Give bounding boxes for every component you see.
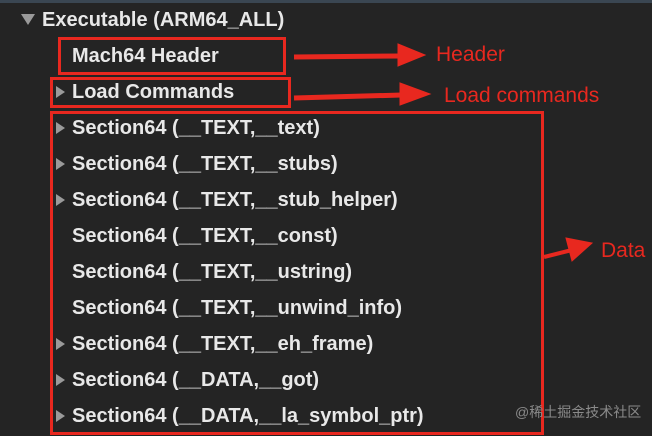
data-annotation: Data	[601, 239, 646, 262]
disclosure-open-icon[interactable]	[21, 14, 35, 25]
load-commands-arrowhead	[399, 82, 432, 106]
tree-root-executable[interactable]: Executable (ARM64_ALL)	[42, 9, 285, 31]
disclosure-closed-icon[interactable]	[56, 194, 65, 206]
disclosure-closed-icon[interactable]	[56, 122, 65, 134]
tree-item[interactable]: Section64 (__TEXT,__text)	[72, 117, 320, 139]
disclosure-closed-icon[interactable]	[56, 86, 65, 98]
header-highlight-box	[58, 37, 286, 75]
tree-item[interactable]: Section64 (__DATA,__got)	[72, 369, 320, 391]
load-commands-arrow	[293, 92, 403, 101]
disclosure-closed-icon[interactable]	[56, 374, 65, 386]
watermark: @稀土掘金技术社区	[515, 404, 642, 420]
disclosure-closed-icon[interactable]	[56, 158, 65, 170]
disclosure-closed-icon[interactable]	[56, 410, 65, 422]
tree-item[interactable]: Section64 (__TEXT,__unwind_info)	[72, 297, 403, 319]
disclosure-closed-icon[interactable]	[56, 338, 65, 350]
top-border	[0, 0, 652, 3]
data-highlight-box	[50, 111, 544, 435]
tree-item[interactable]: Section64 (__TEXT,__stubs)	[72, 153, 338, 175]
tree-item[interactable]: Load Commands	[72, 81, 235, 103]
data-arrowhead	[565, 237, 594, 262]
data-arrow	[543, 248, 573, 259]
tree-item[interactable]: Section64 (__TEXT,__ustring)	[72, 261, 353, 283]
load-commands-highlight-box	[50, 77, 291, 108]
tree-item[interactable]: Section64 (__TEXT,__eh_frame)	[72, 333, 374, 355]
tree-item[interactable]: Section64 (__DATA,__la_symbol_ptr)	[72, 405, 424, 427]
header-arrow	[293, 53, 401, 60]
tree-item[interactable]: Mach64 Header	[72, 45, 219, 67]
header-arrowhead	[397, 43, 427, 67]
tree-item[interactable]: Section64 (__TEXT,__const)	[72, 225, 338, 247]
load-commands-annotation: Load commands	[444, 84, 600, 107]
tree-item[interactable]: Section64 (__TEXT,__stub_helper)	[72, 189, 398, 211]
header-annotation: Header	[436, 43, 505, 66]
